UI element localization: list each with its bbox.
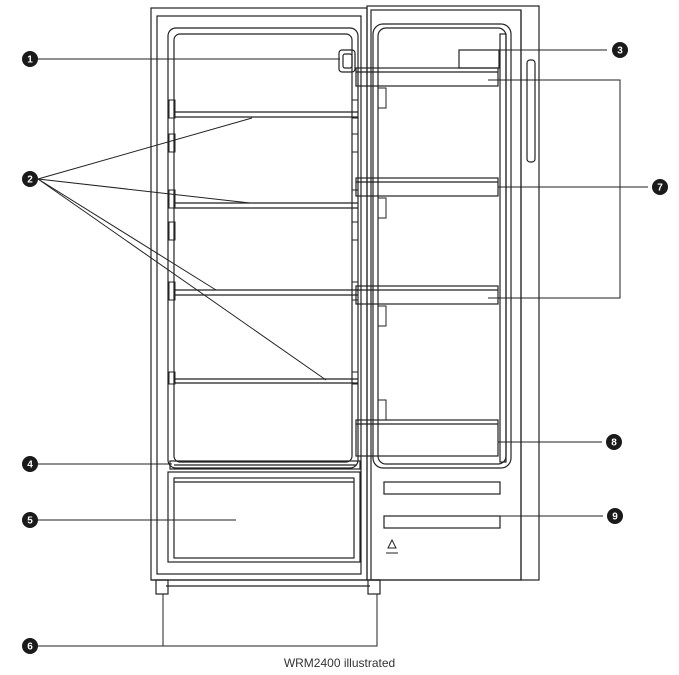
door-bin-supports bbox=[377, 87, 387, 421]
callout-6-number: 6 bbox=[27, 642, 33, 653]
callout-8: 8 bbox=[606, 434, 622, 450]
callout-7-number: 7 bbox=[657, 183, 663, 194]
callout-2: 2 bbox=[22, 171, 38, 187]
leader-lines bbox=[37, 49, 648, 647]
callout-2-number: 2 bbox=[27, 175, 33, 186]
callout-8-number: 8 bbox=[611, 438, 617, 449]
door-storage bbox=[383, 481, 501, 529]
temperature-symbol-icon bbox=[386, 538, 398, 554]
callout-7: 7 bbox=[652, 179, 668, 195]
door-bin-top bbox=[355, 67, 499, 87]
crisper-cover bbox=[169, 460, 361, 470]
callout-1-number: 1 bbox=[27, 55, 33, 66]
callout-5: 5 bbox=[22, 512, 38, 528]
callout-4-number: 4 bbox=[27, 460, 33, 471]
door-bin-lower bbox=[355, 285, 499, 305]
callout-5-number: 5 bbox=[27, 516, 33, 527]
door-bin-bottom bbox=[355, 419, 499, 457]
callout-3: 3 bbox=[612, 42, 628, 58]
base bbox=[151, 579, 381, 595]
callout-6: 6 bbox=[22, 638, 38, 654]
leveling-leg-right bbox=[367, 579, 381, 595]
door bbox=[366, 5, 540, 581]
callout-9: 9 bbox=[607, 508, 623, 524]
callout-4: 4 bbox=[22, 456, 38, 472]
shelves bbox=[174, 111, 358, 384]
cabinet bbox=[150, 7, 368, 581]
door-handle bbox=[526, 59, 536, 163]
door-bin-middle bbox=[355, 177, 499, 197]
leveling-leg-left bbox=[155, 579, 169, 595]
callout-9-number: 9 bbox=[612, 512, 618, 523]
figure-caption: WRM2400 illustrated bbox=[283, 656, 396, 670]
callout-1: 1 bbox=[22, 51, 38, 67]
light-housing bbox=[338, 49, 356, 73]
crisper-drawer bbox=[167, 471, 361, 563]
callout-3-number: 3 bbox=[617, 46, 623, 57]
shelf-supports bbox=[168, 99, 359, 385]
